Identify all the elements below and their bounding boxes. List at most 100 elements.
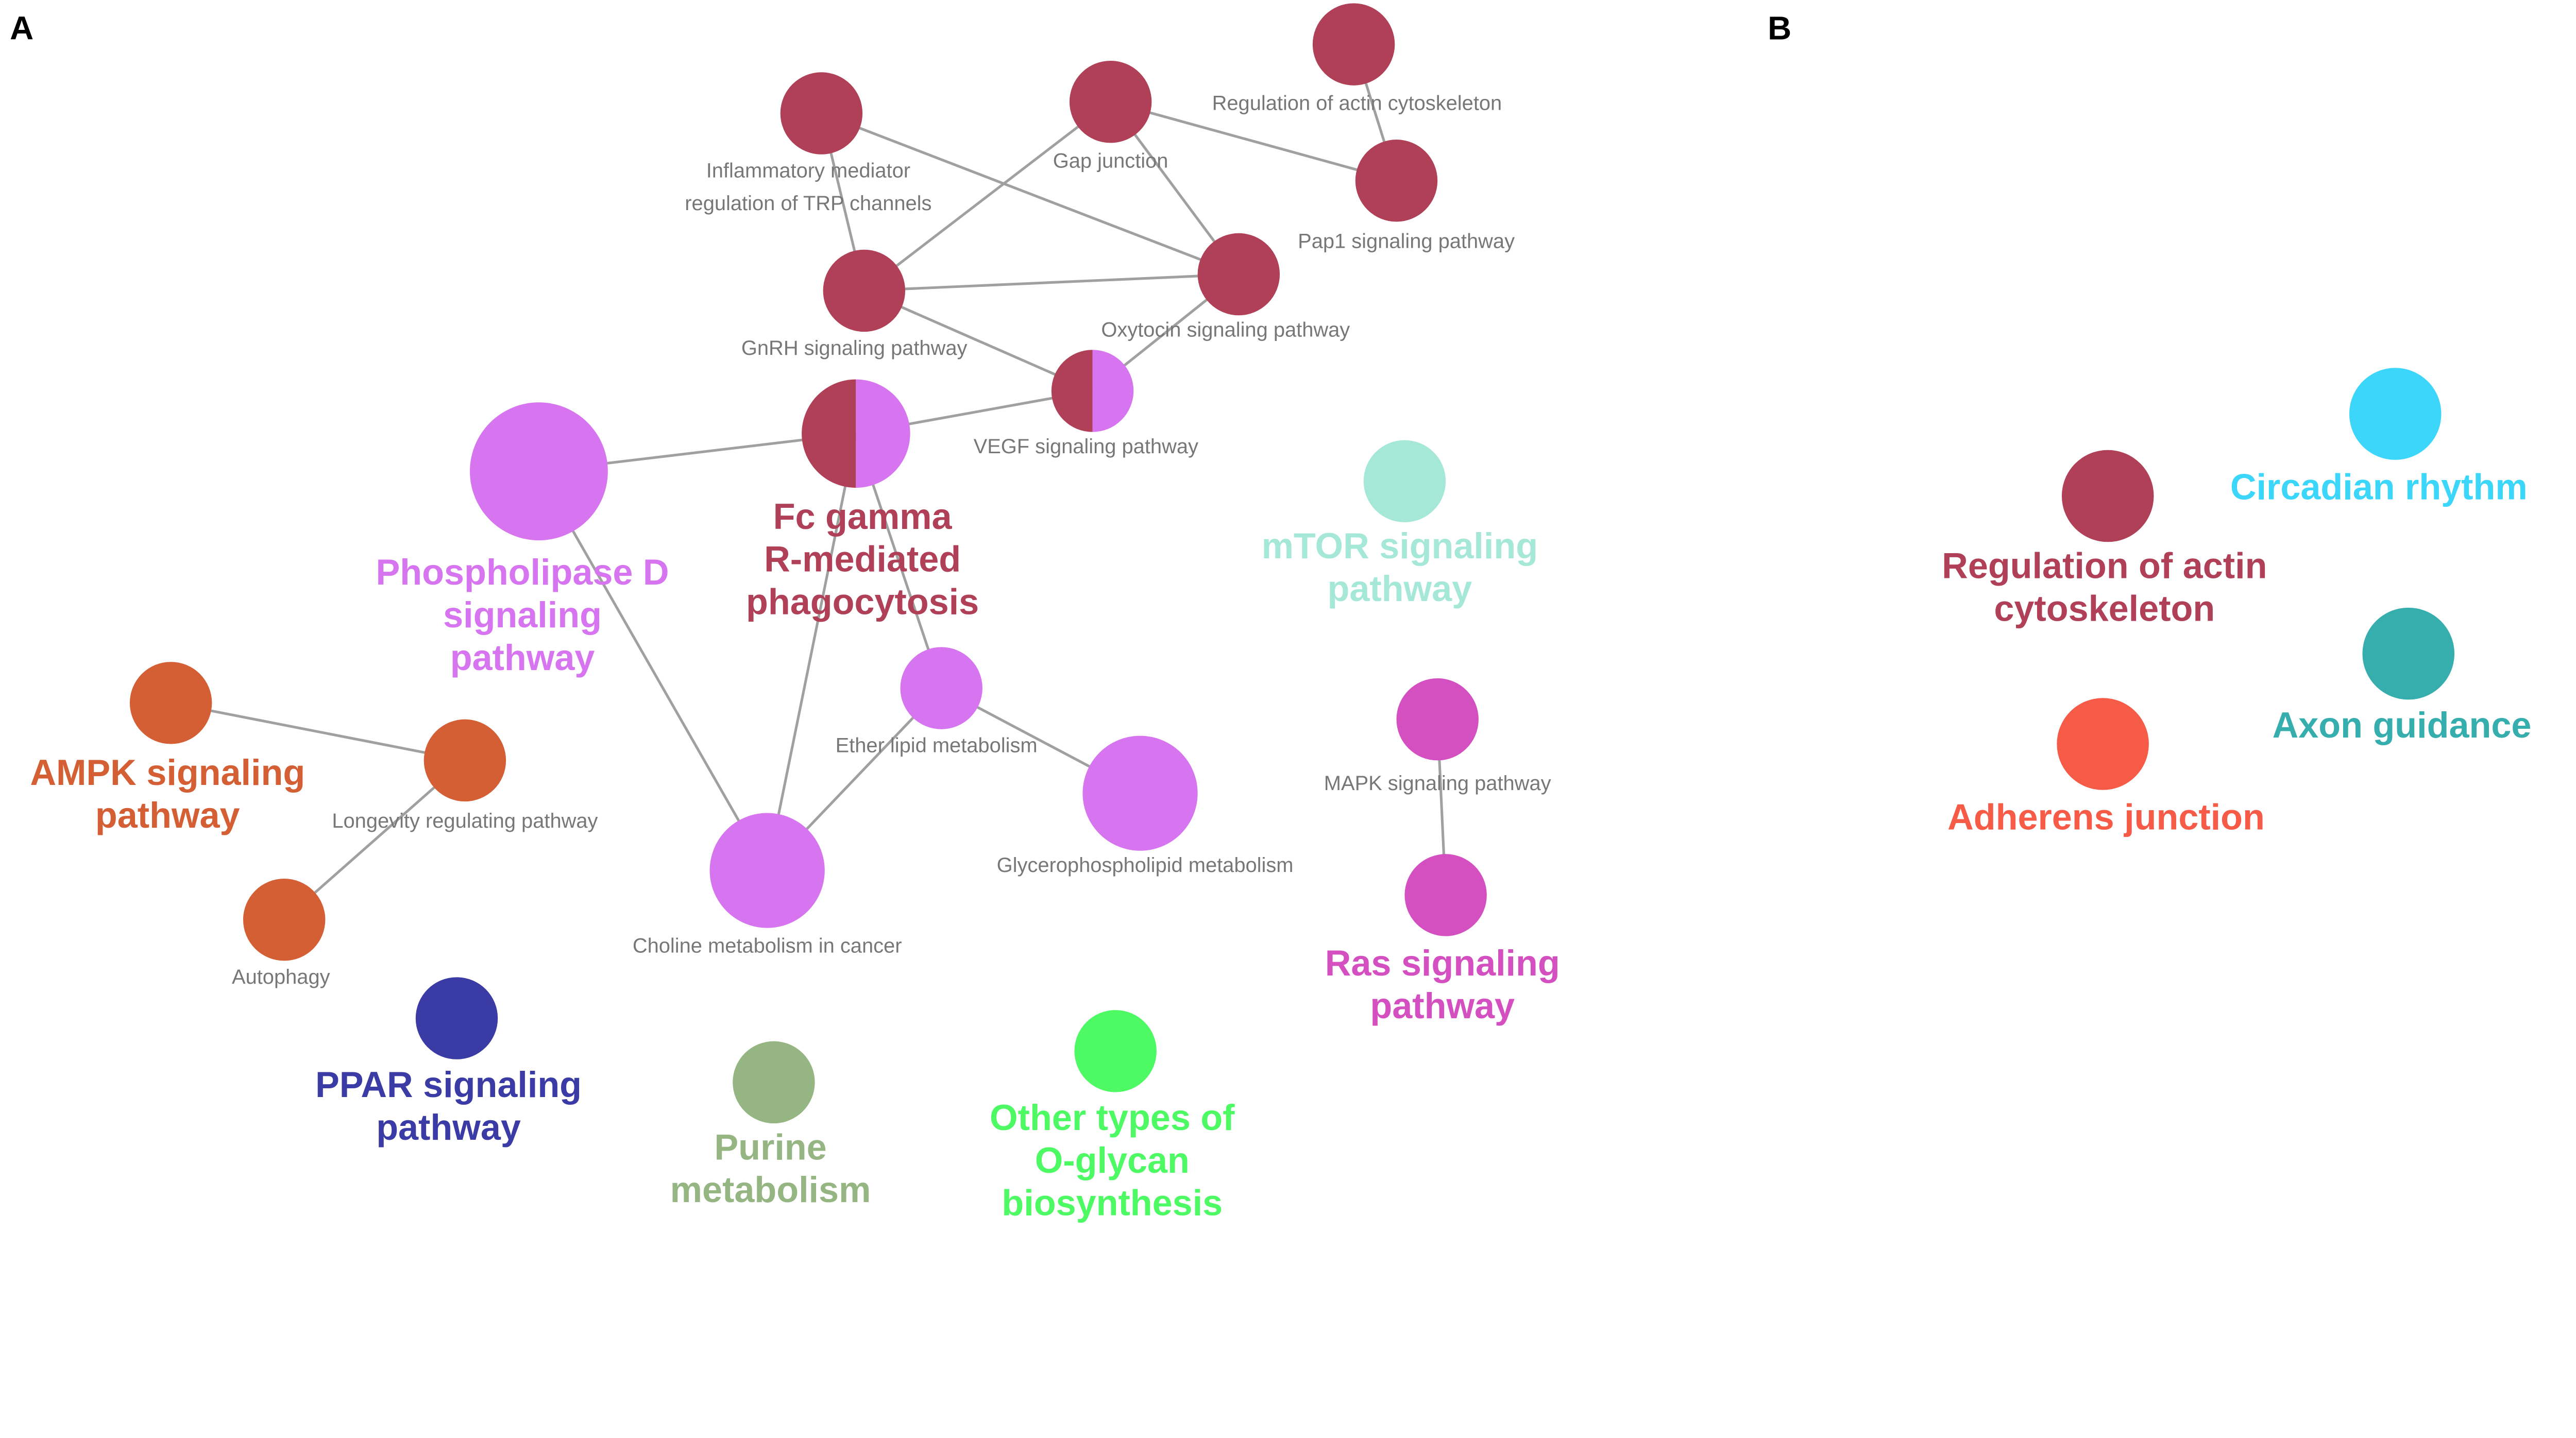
edge-gnrh-vegf (863, 289, 1093, 392)
node-label-mtor: mTOR signaling (1262, 525, 1538, 566)
node-circle (823, 249, 906, 332)
node-circle (1404, 854, 1487, 936)
node-circle (780, 72, 863, 155)
node-label-ether: Ether lipid metabolism (836, 734, 1038, 757)
node-label-circadian: Circadian rhythm (2230, 466, 2528, 507)
node-gnrh[interactable] (823, 249, 906, 332)
node-circle (1355, 140, 1438, 222)
node-circle (129, 662, 212, 744)
node-label-purine: Purine (714, 1126, 826, 1167)
node-label-pld: pathway (450, 637, 595, 678)
node-circle (2362, 607, 2455, 700)
node-label-oglycan: Other types of (990, 1097, 1235, 1138)
node-circle (243, 878, 326, 961)
node-label-longevity: Longevity regulating pathway (332, 810, 598, 832)
node-circle (2057, 698, 2149, 790)
node-label-inflam: regulation of TRP channels (685, 192, 931, 215)
node-ras[interactable] (1404, 854, 1487, 936)
node-label-oglycan: O-glycan (1035, 1140, 1190, 1180)
node-ether[interactable] (900, 647, 982, 729)
node-label-glycero: Glycerophospholipid metabolism (997, 854, 1294, 877)
node-reg_actin_a[interactable] (1312, 3, 1395, 85)
node-axon[interactable] (2362, 607, 2455, 700)
node-circle (1396, 678, 1479, 761)
node-circle (2061, 450, 2154, 542)
node-fc[interactable] (802, 379, 910, 488)
pathway-network-figure: A B Regulation of actin cytoskeletonGap … (10, 3, 2531, 1223)
node-label-reg_actin_b: cytoskeleton (1994, 588, 2215, 628)
node-label-pld: signaling (443, 594, 602, 635)
node-longevity[interactable] (423, 719, 506, 802)
node-adherens[interactable] (2057, 698, 2149, 790)
node-circle (423, 719, 506, 802)
node-label-fc: Fc gamma (773, 496, 953, 537)
node-label-vegf: VEGF signaling pathway (974, 435, 1198, 458)
node-circle (469, 402, 608, 541)
node-circle (415, 977, 498, 1059)
edge-inflam-oxytocin (821, 112, 1240, 276)
node-label-ampk: pathway (95, 795, 240, 835)
node-circle (2349, 368, 2442, 460)
node-oxytocin[interactable] (1197, 233, 1280, 316)
node-label-reg_actin_a: Regulation of actin cytoskeleton (1212, 92, 1502, 115)
edge-fc-choline (766, 433, 857, 871)
node-label-purine: metabolism (670, 1169, 871, 1210)
node-reg_actin_b[interactable] (2061, 450, 2154, 542)
nodes-layer (129, 3, 2455, 1124)
node-label-reg_actin_b: Regulation of actin (1942, 545, 2267, 586)
node-half-right (1092, 350, 1134, 432)
node-ppar[interactable] (415, 977, 498, 1059)
node-purine[interactable] (733, 1041, 815, 1124)
node-vegf[interactable] (1051, 350, 1134, 432)
node-label-pld: Phospholipase D (376, 552, 669, 592)
node-label-axon: Axon guidance (2273, 705, 2532, 745)
node-oglycan[interactable] (1074, 1010, 1157, 1092)
node-label-oxytocin: Oxytocin signaling pathway (1101, 319, 1350, 341)
node-circle (1082, 735, 1198, 851)
panel-label-b: B (1768, 10, 1791, 47)
edge-gap-pap1 (1110, 100, 1397, 182)
node-circle (1363, 440, 1446, 523)
node-label-gnrh: GnRH signaling pathway (741, 337, 968, 360)
edge-pld-choline (537, 470, 769, 871)
node-circle (1197, 233, 1280, 316)
node-circle (1069, 60, 1152, 143)
node-label-oglycan: biosynthesis (1002, 1183, 1223, 1223)
node-pld[interactable] (469, 402, 608, 541)
node-half-left (802, 379, 856, 488)
node-circadian[interactable] (2349, 368, 2442, 460)
node-choline[interactable] (709, 813, 825, 928)
node-label-autophagy: Autophagy (232, 966, 330, 988)
node-glycero[interactable] (1082, 735, 1198, 851)
node-circle (900, 647, 982, 729)
node-label-ppar: PPAR signaling (315, 1064, 582, 1105)
node-label-gap: Gap junction (1053, 149, 1168, 172)
node-ampk[interactable] (129, 662, 212, 744)
node-label-fc: phagocytosis (746, 581, 979, 622)
node-label-ras: pathway (1370, 985, 1515, 1026)
node-label-ras: Ras signaling (1325, 943, 1560, 983)
node-label-inflam: Inflammatory mediator (706, 159, 910, 182)
edge-gnrh-oxytocin (864, 272, 1239, 292)
node-mapk[interactable] (1396, 678, 1479, 761)
node-label-choline: Choline metabolism in cancer (633, 934, 902, 957)
node-circle (733, 1041, 815, 1124)
node-circle (1312, 3, 1395, 85)
edge-gap-gnrh (863, 100, 1112, 292)
node-label-adherens: Adherens junction (1947, 796, 2265, 837)
node-half-left (1051, 350, 1093, 432)
node-mtor[interactable] (1363, 440, 1446, 523)
edge-ampk-longevity (171, 701, 465, 762)
node-label-ppar: pathway (376, 1107, 521, 1148)
node-label-pap1: Pap1 signaling pathway (1298, 230, 1515, 253)
node-autophagy[interactable] (243, 878, 326, 961)
node-pap1[interactable] (1355, 140, 1438, 222)
node-gap[interactable] (1069, 60, 1152, 143)
node-inflam[interactable] (780, 72, 863, 155)
node-label-mtor: pathway (1328, 568, 1472, 609)
node-label-mapk: MAPK signaling pathway (1324, 772, 1551, 795)
panel-label-a: A (10, 10, 33, 47)
node-half-right (856, 379, 910, 488)
node-circle (1074, 1010, 1157, 1092)
